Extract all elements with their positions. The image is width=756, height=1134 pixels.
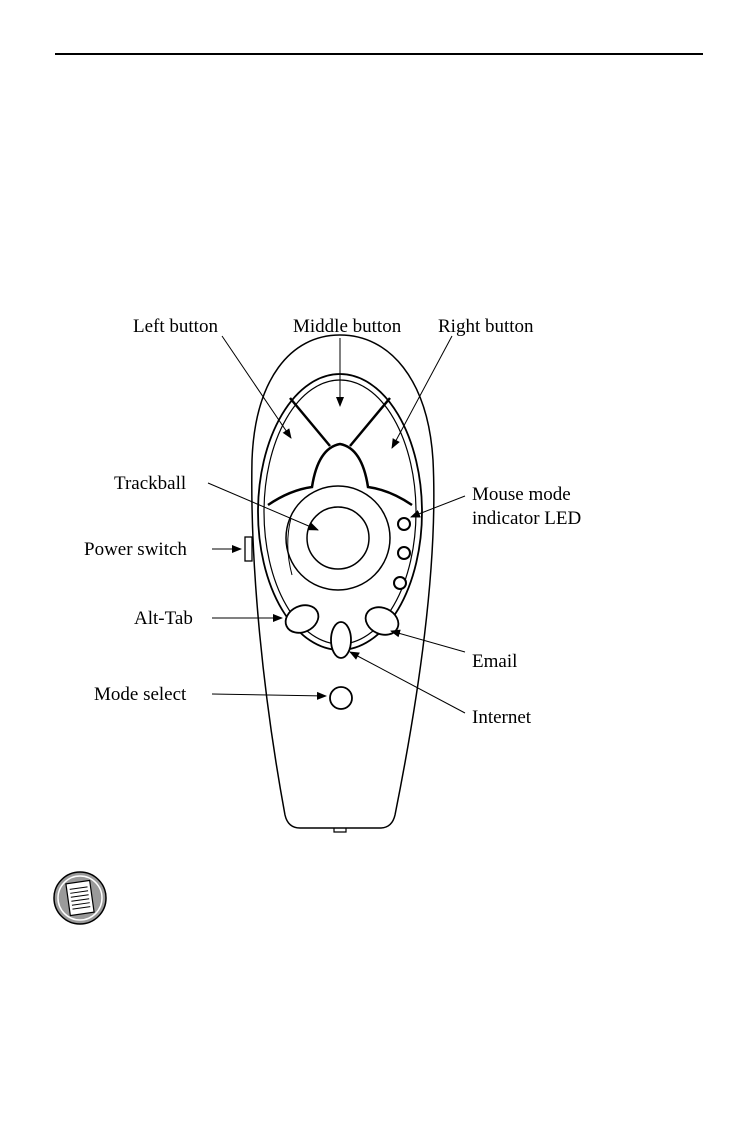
label-left-button: Left button xyxy=(133,316,218,337)
label-mouse-mode-1: Mouse mode xyxy=(472,484,571,505)
label-email: Email xyxy=(472,651,517,672)
mode-led-2 xyxy=(398,547,410,559)
power-switch[interactable] xyxy=(245,537,252,561)
label-middle-button: Middle button xyxy=(293,316,402,337)
label-right-button: Right button xyxy=(438,316,534,337)
mode-led-3 xyxy=(394,577,406,589)
mode-select-button[interactable] xyxy=(330,687,352,709)
label-power-switch: Power switch xyxy=(84,539,187,560)
internet-button[interactable] xyxy=(331,622,351,658)
label-trackball: Trackball xyxy=(114,473,186,494)
note-icon xyxy=(54,872,106,924)
label-mouse-mode-2: indicator LED xyxy=(472,508,581,529)
label-alt-tab: Alt-Tab xyxy=(134,608,193,629)
label-internet: Internet xyxy=(472,707,532,728)
label-mode-select: Mode select xyxy=(94,684,187,705)
mode-led-1 xyxy=(398,518,410,530)
